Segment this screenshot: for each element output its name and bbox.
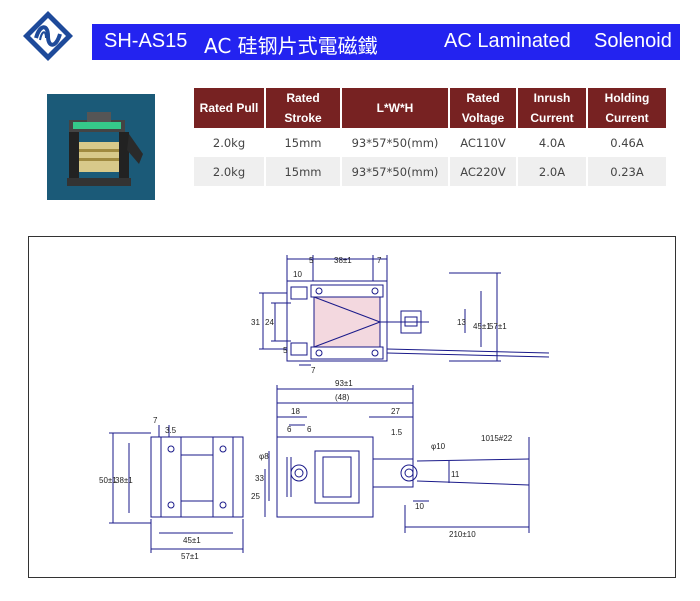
header-lwh: L*W*H bbox=[341, 88, 450, 128]
title-english-solenoid: Solenoid bbox=[594, 30, 672, 52]
dim-phi10: φ10 bbox=[431, 442, 446, 451]
table-row: 2.0kg 15mm 93*57*50(mm) AC110V 4.0A 0.46… bbox=[194, 128, 666, 157]
dim-31: 31 bbox=[251, 318, 260, 327]
top-view-plunger bbox=[313, 296, 381, 348]
dim-45-horizontal: 45±1 bbox=[183, 536, 201, 545]
dim-25: 25 bbox=[251, 492, 260, 501]
top-view-frame bbox=[286, 280, 388, 362]
technical-drawing: 5 38±1 7 10 31 24 5 13 45±1 57±1 7 93±1 … bbox=[28, 236, 676, 578]
dim-7-top: 7 bbox=[377, 256, 382, 265]
cell-lwh: 93*57*50(mm) bbox=[341, 128, 450, 157]
table-row: 2.0kg 15mm 93*57*50(mm) AC220V 2.0A 0.23… bbox=[194, 157, 666, 186]
dim-6b: 6 bbox=[307, 425, 312, 434]
dim-33: 33 bbox=[255, 474, 264, 483]
drawing-svg: 5 38±1 7 10 31 24 5 13 45±1 57±1 7 93±1 … bbox=[99, 255, 550, 561]
cell-inrush: 2.0A bbox=[517, 157, 588, 186]
header-rated-pull: Rated Pull bbox=[194, 88, 266, 128]
dim-5-side: 5 bbox=[283, 346, 288, 355]
cell-stroke: 15mm bbox=[265, 157, 342, 186]
dim-13: 13 bbox=[457, 318, 466, 327]
dim-93: 93±1 bbox=[335, 379, 353, 388]
dim-10-front: 10 bbox=[415, 502, 424, 511]
cell-holding: 0.23A bbox=[587, 157, 666, 186]
title-english: AC Laminated bbox=[444, 30, 571, 52]
model-number: SH-AS15 bbox=[104, 30, 188, 52]
dim-210: 210±10 bbox=[449, 530, 476, 539]
dim-24: 24 bbox=[265, 318, 274, 327]
dim-18: 18 bbox=[291, 407, 300, 416]
dim-7-left: 7 bbox=[153, 416, 158, 425]
cell-voltage: AC110V bbox=[449, 128, 518, 157]
dim-38-vertical: 38±1 bbox=[115, 476, 133, 485]
cell-holding: 0.46A bbox=[587, 128, 666, 157]
dim-phi8: φ8 bbox=[259, 452, 269, 461]
side-view-frame bbox=[150, 436, 244, 518]
cell-stroke: 15mm bbox=[265, 128, 342, 157]
cell-inrush: 4.0A bbox=[517, 128, 588, 157]
title-banner: SH-AS15 AC 硅钢片式電磁鐵 AC Laminated Solenoid bbox=[92, 24, 680, 60]
dim-3-5: 3.5 bbox=[165, 426, 177, 435]
dim-50: 50±1 bbox=[99, 476, 117, 485]
dim-5-top: 5 bbox=[309, 256, 314, 265]
dim-48: (48) bbox=[335, 393, 350, 402]
dim-6a: 6 bbox=[287, 425, 292, 434]
cell-pull: 2.0kg bbox=[194, 157, 266, 186]
product-photo bbox=[47, 94, 155, 200]
cell-pull: 2.0kg bbox=[194, 128, 266, 157]
dim-lead-wire: 1015#22 bbox=[481, 434, 513, 443]
cell-lwh: 93*57*50(mm) bbox=[341, 157, 450, 186]
cell-voltage: AC220V bbox=[449, 157, 518, 186]
dim-57-vertical: 57±1 bbox=[489, 322, 507, 331]
dim-10: 10 bbox=[293, 270, 302, 279]
dim-1-5: 1.5 bbox=[391, 428, 403, 437]
dim-38: 38±1 bbox=[334, 256, 352, 265]
dim-57-horizontal: 57±1 bbox=[181, 552, 199, 561]
title-chinese: AC 硅钢片式電磁鐵 bbox=[204, 34, 378, 58]
company-logo bbox=[23, 11, 73, 61]
dim-27: 27 bbox=[391, 407, 400, 416]
dim-45-vertical: 45±1 bbox=[473, 322, 491, 331]
dim-11: 11 bbox=[451, 470, 460, 479]
dim-7-bottom: 7 bbox=[311, 366, 316, 375]
